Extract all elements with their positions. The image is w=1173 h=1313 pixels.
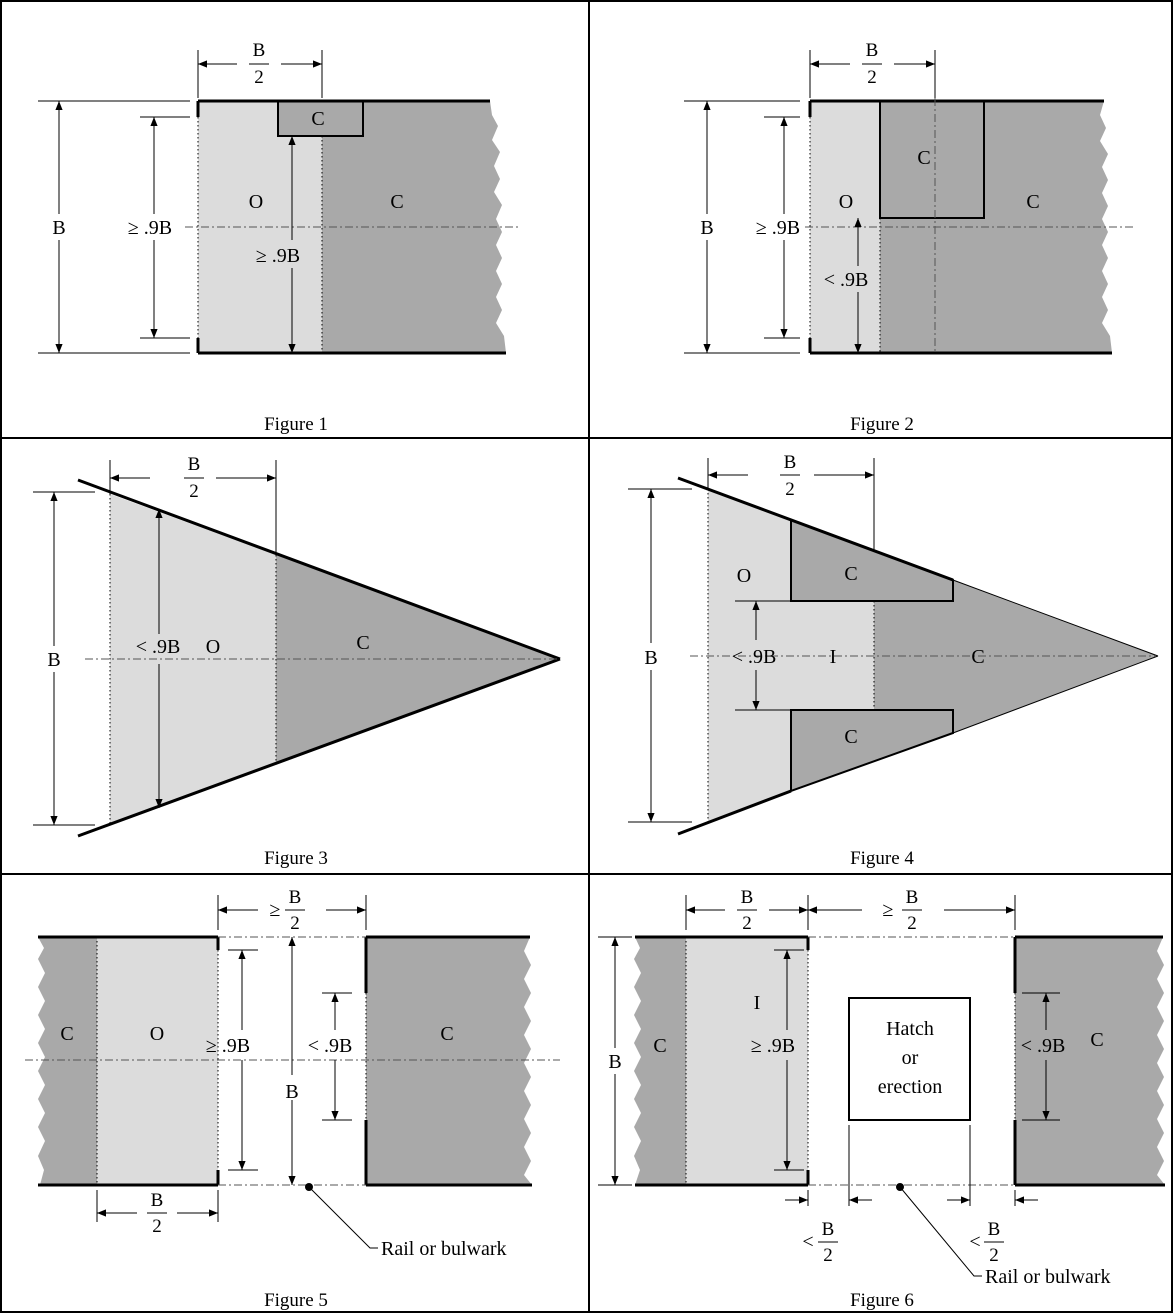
fig4-c-bot-label: C [844, 726, 857, 748]
fig6-ge9b: ≥ .9B [751, 1035, 795, 1057]
fig6-lt1-numerator: B [822, 1219, 835, 1240]
fig3-b2-denominator: 2 [189, 481, 199, 502]
fig2-ge9b: ≥ .9B [756, 217, 800, 239]
fig4-b-label: B [644, 647, 657, 669]
fig1-caption: Figure 1 [264, 414, 328, 435]
fig6-ge-b2-denominator: 2 [907, 913, 917, 934]
fig3-c-label: C [356, 632, 369, 654]
fig5-lt9b: < .9B [308, 1035, 353, 1057]
fig2-b-label: B [700, 217, 713, 239]
fig4-c-top-label: C [844, 563, 857, 585]
fig1-c-small-label: C [311, 108, 324, 130]
open-region-o [97, 937, 218, 1185]
fig1-c-label: C [390, 191, 403, 213]
fig4-i-label: I [830, 646, 837, 668]
fig5-ge9b: ≥ .9B [206, 1035, 250, 1057]
figure-2: B 2 B ≥ .9B < .9B O C C Figure 2 [684, 40, 1135, 435]
fig6-b2-denominator: 2 [742, 913, 752, 934]
closed-region-c [276, 555, 560, 765]
hatch-line-3: erection [878, 1076, 942, 1098]
fig6-b-label: B [608, 1051, 621, 1073]
fig6-lt-symbol-2: < [969, 1231, 980, 1253]
fig1-b2-numerator: B [253, 40, 266, 61]
fig3-b2-numerator: B [188, 454, 201, 475]
fig4-c-mid-label: C [971, 646, 984, 668]
figure-3: B 2 B < .9B O C Figure 3 [33, 454, 561, 869]
fig5-o-label: O [150, 1023, 164, 1045]
fig6-caption: Figure 6 [850, 1290, 914, 1311]
closed-box-top [790, 518, 954, 602]
figure-5: ≥ B 2 B 2 ≥ .9B B < .9B C O C Rail or bu… [25, 887, 560, 1311]
fig1-b2-denominator: 2 [254, 67, 264, 88]
fig3-caption: Figure 3 [264, 848, 328, 869]
fig5-c-right-label: C [440, 1023, 453, 1045]
hatch-line-1: Hatch [886, 1018, 934, 1040]
fig3-b-label: B [47, 649, 60, 671]
fig5-top-b2-denominator: 2 [290, 913, 300, 934]
fig3-o-label: O [206, 636, 220, 658]
fig4-caption: Figure 4 [850, 848, 914, 869]
closed-region-c-left [38, 937, 97, 1185]
fig4-o-label: O [737, 565, 751, 587]
fig5-top-b2-numerator: B [289, 887, 302, 908]
fig1-b-label: B [52, 217, 65, 239]
hatch-box [848, 997, 971, 1121]
fig6-ge-b2-numerator: B [906, 887, 919, 908]
fig6-c-left-label: C [653, 1035, 666, 1057]
fig2-o-label: O [839, 191, 853, 213]
fig5-caption: Figure 5 [264, 1290, 328, 1311]
fig6-lt1-denominator: 2 [823, 1245, 833, 1266]
figure-1: B 2 B ≥ .9B ≥ .9B O C C Figure 1 [38, 40, 520, 435]
fig6-ge-symbol: ≥ [883, 899, 894, 921]
fig5-ge-symbol: ≥ [270, 899, 281, 921]
fig5-bottom-b2-denominator: 2 [152, 1216, 162, 1237]
fig2-b2-numerator: B [866, 40, 879, 61]
fig6-lt2-denominator: 2 [989, 1245, 999, 1266]
fig2-c-box-label: C [917, 147, 930, 169]
fig5-b-label: B [285, 1081, 298, 1103]
closed-box-bottom [790, 709, 954, 793]
hatch-line-2: or [902, 1047, 919, 1069]
fig4-b2-numerator: B [784, 452, 797, 473]
fig6-lt2-numerator: B [988, 1219, 1001, 1240]
fig2-c-label: C [1026, 191, 1039, 213]
fig6-c-right-label: C [1090, 1029, 1103, 1051]
fig2-caption: Figure 2 [850, 414, 914, 435]
fig1-ge9b-inner: ≥ .9B [256, 245, 300, 267]
fig4-lt9b: < .9B [732, 646, 777, 668]
fig3-lt9b: < .9B [136, 636, 181, 658]
region-i [686, 937, 808, 1185]
figure-4: B 2 B < .9B O I C C C Figure 4 [628, 452, 1159, 869]
fig6-lt9b: < .9B [1021, 1035, 1066, 1057]
fig2-lt9b: < .9B [824, 269, 869, 291]
fig6-rail-label: Rail or bulwark [985, 1266, 1111, 1288]
closed-region-c-right [1015, 937, 1165, 1185]
fig6-b2-numerator: B [741, 887, 754, 908]
closed-region-c-left [634, 937, 686, 1185]
closed-region-c-right [366, 937, 532, 1185]
fig1-ge9b-outer: ≥ .9B [128, 217, 172, 239]
fig5-bottom-b2-numerator: B [151, 1190, 164, 1211]
fig4-b2-denominator: 2 [785, 479, 795, 500]
fig6-i-label: I [754, 992, 761, 1014]
fig5-rail-label: Rail or bulwark [381, 1238, 507, 1260]
fig5-c-left-label: C [60, 1023, 73, 1045]
fig2-b2-denominator: 2 [867, 67, 877, 88]
fig1-o-label: O [249, 191, 263, 213]
figure-6: B 2 ≥ B 2 B ≥ .9B < .9B C I C Hatch or e… [598, 887, 1165, 1311]
closed-box [879, 100, 985, 219]
fig6-lt-symbol-1: < [802, 1231, 813, 1253]
